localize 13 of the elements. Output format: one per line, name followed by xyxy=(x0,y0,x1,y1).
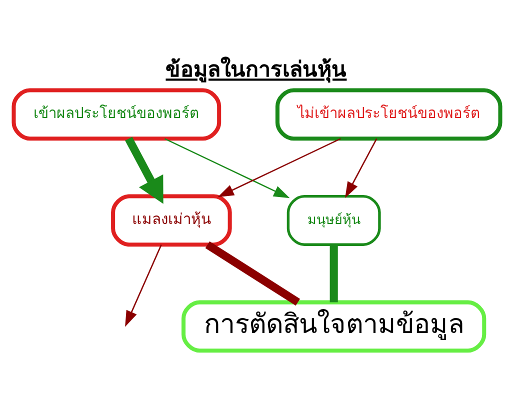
arrow xyxy=(125,136,164,204)
node-box: มนุษย์หุ้น xyxy=(286,194,381,246)
diagram-title: ข้อมูลในการเล่นหุ้น xyxy=(166,57,347,82)
arrow xyxy=(218,138,341,197)
connector xyxy=(330,244,338,302)
node-box: แมลงเม่าหุ้น xyxy=(111,194,232,246)
arrow xyxy=(164,138,290,198)
node-box: การตัดสินใจตามข้อมูล xyxy=(182,300,486,352)
node-box: เข้าผลประโยชน์ของพอร์ต xyxy=(12,88,222,140)
arrow xyxy=(345,138,378,198)
connector xyxy=(205,240,300,306)
node-box: ไม่เข้าผลประโยชน์ของพอร์ต xyxy=(275,88,502,140)
arrow xyxy=(125,244,162,326)
